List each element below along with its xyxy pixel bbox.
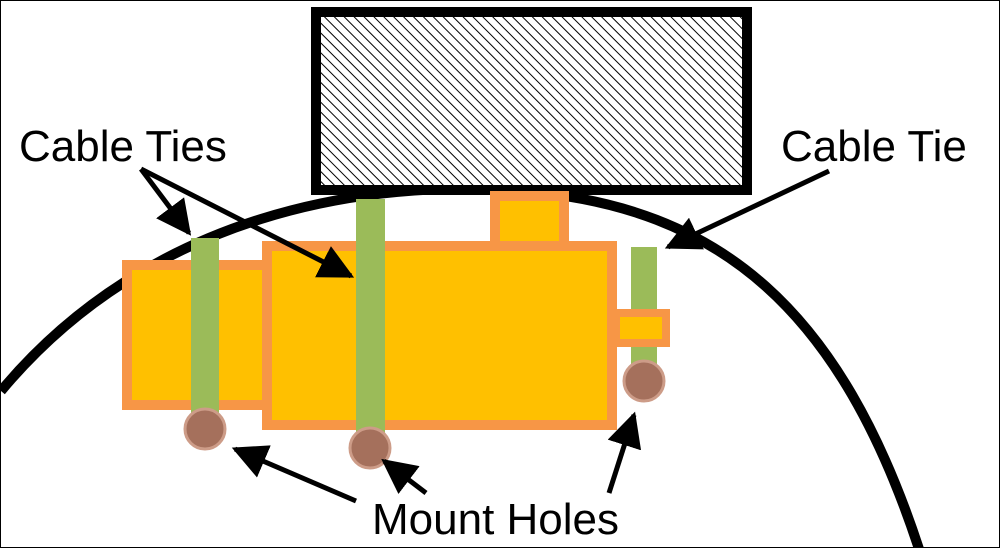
camera-side-connector — [612, 309, 670, 347]
arrow-cable-tie — [664, 168, 831, 250]
arrow-cable-ties-middle — [139, 166, 355, 279]
label-cable-ties: Cable Ties — [19, 122, 227, 171]
mount-hole-right — [622, 359, 666, 403]
arrow-mount-hole-middle — [381, 458, 428, 495]
arrow-cable-ties-left — [139, 167, 192, 236]
label-cable-tie: Cable Tie — [781, 122, 967, 171]
hatched-device-block — [311, 7, 752, 195]
arrow-mount-hole-left — [231, 445, 357, 504]
cable-tie-middle — [356, 199, 385, 437]
label-mount-holes: Mount Holes — [372, 495, 619, 544]
mount-hole-middle — [348, 426, 392, 470]
cable-tie-left — [191, 238, 219, 416]
arrow-mount-hole-right — [606, 411, 642, 494]
camera-main-body — [262, 241, 617, 430]
mount-hole-left — [183, 407, 227, 451]
camera-neck — [490, 191, 569, 252]
